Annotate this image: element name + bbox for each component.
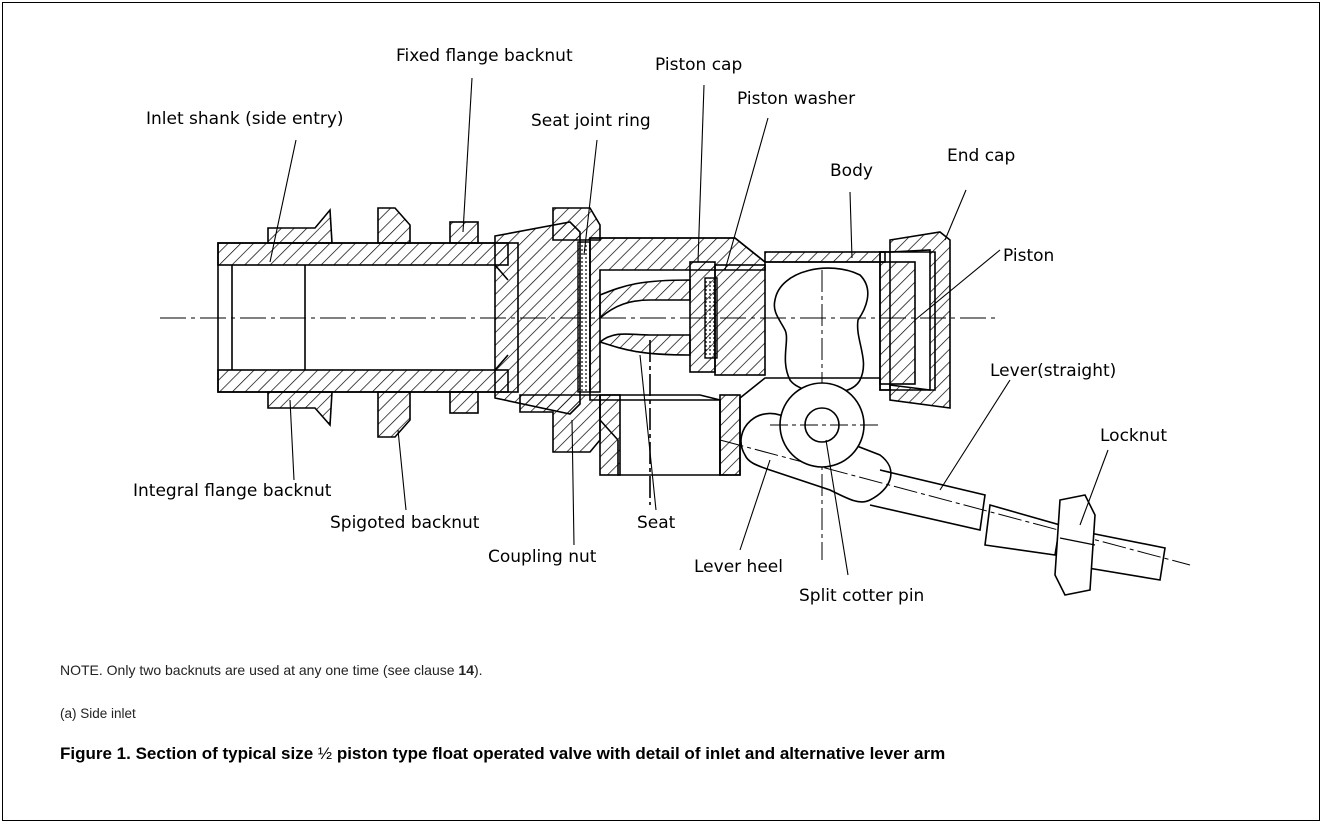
valve-body bbox=[589, 237, 936, 476]
integral-flange-backnut bbox=[267, 207, 333, 427]
fixed-flange-backnut bbox=[449, 221, 479, 414]
label-seat-joint-ring: Seat joint ring bbox=[531, 111, 651, 131]
figure-note: NOTE. Only two backnuts are used at any … bbox=[60, 662, 483, 678]
locknut bbox=[1054, 494, 1096, 596]
label-lever-heel: Lever heel bbox=[694, 557, 783, 577]
label-body: Body bbox=[830, 161, 873, 181]
lever-straight bbox=[719, 412, 1191, 581]
label-lever-straight: Lever(straight) bbox=[990, 361, 1116, 381]
label-spigoted-backnut: Spigoted backnut bbox=[330, 513, 480, 533]
spigoted-backnut bbox=[377, 207, 411, 438]
label-fixed-flange-backnut: Fixed flange backnut bbox=[396, 46, 573, 66]
label-coupling-nut: Coupling nut bbox=[488, 547, 597, 567]
label-piston-cap: Piston cap bbox=[655, 55, 742, 75]
label-end-cap: End cap bbox=[947, 146, 1015, 166]
label-piston-washer: Piston washer bbox=[737, 89, 855, 109]
lever-cam bbox=[773, 267, 869, 394]
label-locknut: Locknut bbox=[1100, 426, 1167, 446]
subfigure-label: (a) Side inlet bbox=[60, 706, 136, 721]
figure-caption: Figure 1. Section of typical size ½ pist… bbox=[60, 744, 946, 763]
label-piston: Piston bbox=[1003, 246, 1054, 266]
seat-joint-ring bbox=[577, 241, 591, 393]
end-cap bbox=[889, 231, 951, 409]
label-seat: Seat bbox=[637, 513, 676, 533]
label-integral-flange-backnut: Integral flange backnut bbox=[133, 481, 332, 501]
piston-body bbox=[714, 264, 766, 376]
label-inlet-shank: Inlet shank (side entry) bbox=[146, 109, 344, 129]
piston bbox=[879, 261, 916, 385]
leader-lines bbox=[269, 77, 1109, 576]
inlet-shank bbox=[217, 221, 581, 415]
label-split-cotter-pin: Split cotter pin bbox=[799, 586, 924, 606]
